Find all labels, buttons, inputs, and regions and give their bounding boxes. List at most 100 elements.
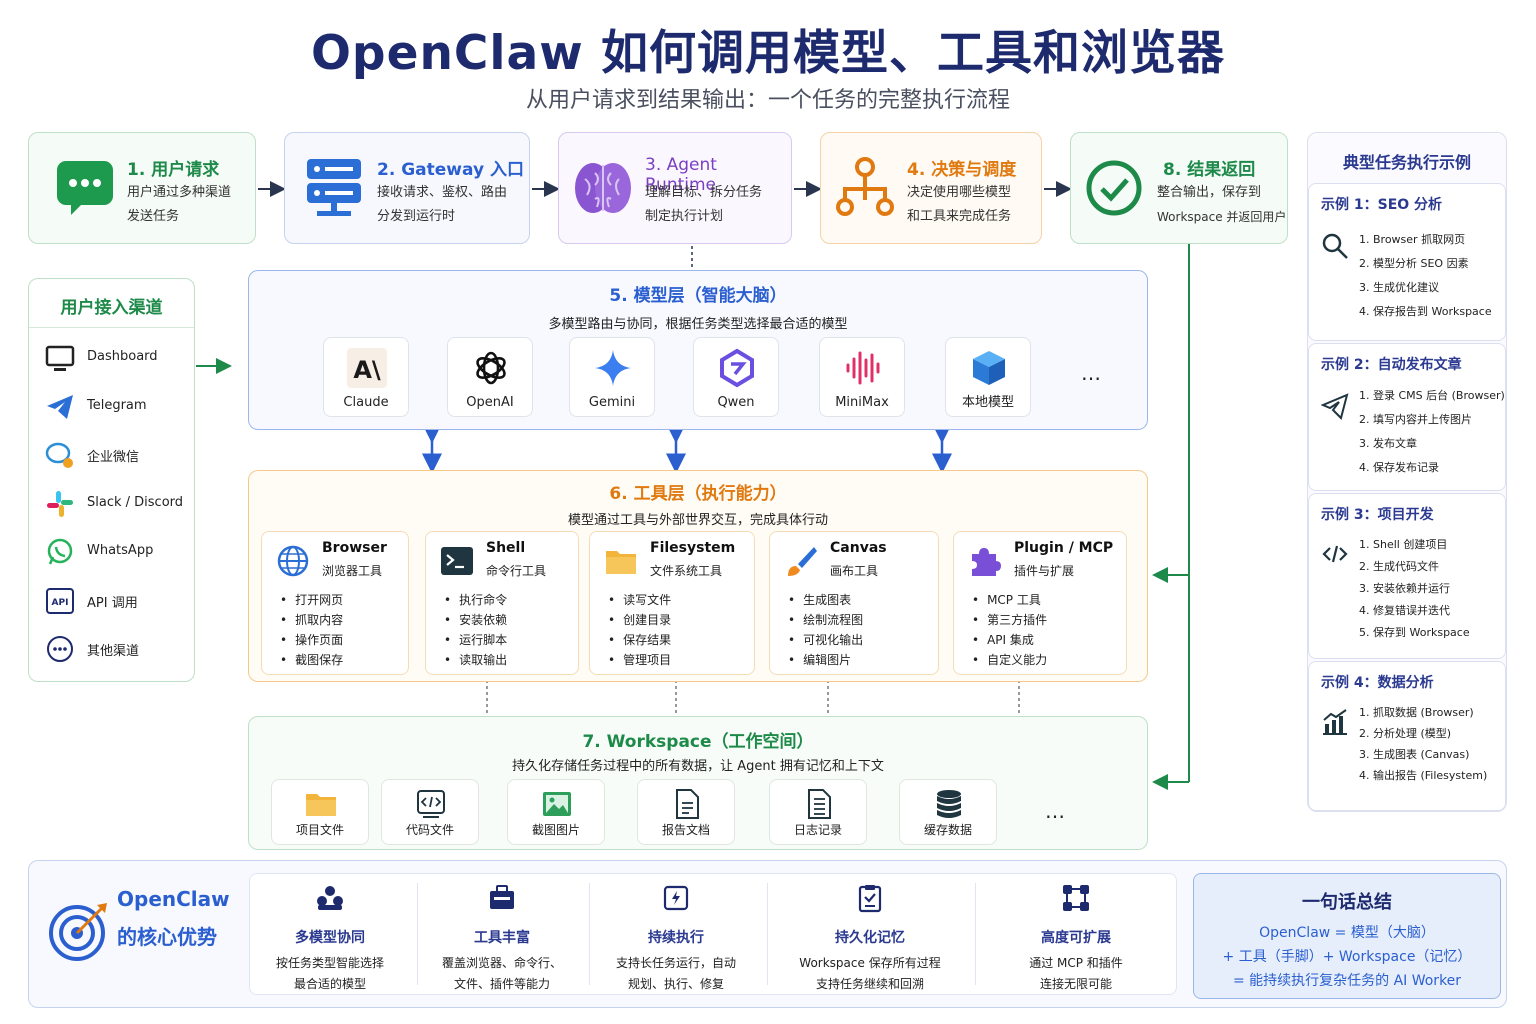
page-subtitle: 从用户请求到结果输出：一个任务的完整执行流程 bbox=[525, 88, 1010, 113]
model-layer-desc: 多模型路由与协同，根据任务类型选择最合适的模型 bbox=[548, 317, 848, 332]
chart-icon bbox=[1323, 709, 1347, 735]
example-dev[interactable]: 示例 3：项目开发 1. Shell 创建项目 2. 生成代码文件 3. 安装依… bbox=[1308, 493, 1506, 659]
model-claude[interactable]: A\ Claude bbox=[323, 337, 409, 417]
step-desc: Workspace 并返回用户 bbox=[1157, 210, 1287, 224]
model-label: 本地模型 bbox=[961, 395, 1014, 410]
model-label: OpenAI bbox=[466, 395, 514, 410]
tool-name: Browser bbox=[322, 540, 387, 556]
model-local[interactable]: 本地模型 bbox=[945, 337, 1031, 417]
advantage-title: 工具丰富 bbox=[474, 930, 530, 946]
example-data[interactable]: 示例 4：数据分析 1. 抓取数据 (Browser) 2. 分析处理 (模型)… bbox=[1308, 661, 1506, 811]
model-minimax[interactable]: MiniMax bbox=[819, 337, 905, 417]
toolbox-icon bbox=[490, 885, 514, 909]
tool-feature: 自定义能力 bbox=[986, 650, 1047, 670]
example-publish[interactable]: 示例 2：自动发布文章 1. 登录 CMS 后台 (Browser) 2. 填写… bbox=[1308, 343, 1506, 491]
server-icon bbox=[307, 159, 361, 216]
tool-name: Shell bbox=[486, 540, 526, 556]
model-gemini[interactable]: Gemini bbox=[569, 337, 655, 417]
page-title: OpenClaw 如何调用模型、工具和浏览器 bbox=[310, 26, 1226, 81]
example-title: 示例 3：项目开发 bbox=[1321, 507, 1434, 523]
channel-other[interactable]: 其他渠道 bbox=[45, 634, 205, 664]
workspace-layer: 7. Workspace（工作空间） 持久化存储任务过程中的所有数据，让 Age… bbox=[248, 716, 1148, 850]
tool-layer-desc: 模型通过工具与外部世界交互，完成具体行动 bbox=[567, 513, 828, 528]
advantage-line: 规划、执行、修复 bbox=[627, 977, 724, 991]
step-desc: 用户通过多种渠道 bbox=[127, 185, 232, 200]
ws-project-files[interactable]: 项目文件 bbox=[271, 779, 369, 845]
ws-logs[interactable]: 日志记录 bbox=[769, 779, 867, 845]
svg-text:A\: A\ bbox=[353, 356, 381, 384]
brush-icon bbox=[788, 547, 817, 576]
advantage-line: 支持任务继续和回溯 bbox=[815, 977, 924, 991]
tool-sub: 插件与扩展 bbox=[1014, 564, 1075, 578]
advantages-panel: OpenClaw 的核心优势 多模型协同 按任务类型智能选择最合适的模型 工具丰… bbox=[28, 860, 1507, 1008]
channel-api[interactable]: API API 调用 bbox=[45, 586, 205, 616]
wecom-icon bbox=[45, 442, 73, 468]
channel-slack[interactable]: Slack / Discord bbox=[45, 489, 205, 519]
tool-layer: 6. 工具层（执行能力） 模型通过工具与外部世界交互，完成具体行动 Browse… bbox=[248, 470, 1148, 682]
step-desc: 和工具来完成任务 bbox=[907, 209, 1012, 224]
image-icon bbox=[543, 792, 571, 816]
example-step: 3. 安装依赖并运行 bbox=[1359, 582, 1450, 595]
step-desc: 分发到运行时 bbox=[377, 209, 456, 224]
folder-icon bbox=[306, 794, 336, 816]
users-icon bbox=[317, 886, 343, 910]
tool-plugin-mcp[interactable]: Plugin / MCP 插件与扩展 MCP 工具 第三方插件 API 集成 自… bbox=[953, 531, 1127, 675]
tool-browser[interactable]: Browser 浏览器工具 打开网页 抓取内容 操作页面 截图保存 bbox=[261, 531, 409, 675]
ws-screenshots[interactable]: 截图图片 bbox=[507, 779, 605, 845]
channel-dashboard[interactable]: Dashboard bbox=[45, 343, 205, 373]
model-label: Claude bbox=[343, 395, 389, 410]
tool-sub: 文件系统工具 bbox=[650, 564, 723, 578]
tool-feature: 可视化输出 bbox=[802, 630, 863, 650]
example-steps: 1. Browser 抓取网页 2. 模型分析 SEO 因素 3. 生成优化建议… bbox=[1359, 228, 1492, 324]
step-desc: 发送任务 bbox=[127, 209, 180, 224]
example-step: 2. 填写内容并上传图片 bbox=[1359, 413, 1472, 426]
advantage-desc: 支持长任务运行，自动规划、执行、修复 bbox=[591, 953, 761, 995]
model-label: Gemini bbox=[588, 395, 636, 410]
channel-whatsapp[interactable]: WhatsApp bbox=[45, 537, 205, 567]
more-workspace: … bbox=[1045, 799, 1065, 823]
channel-label: Telegram bbox=[87, 398, 147, 413]
more-icon bbox=[47, 636, 73, 662]
tool-feature: 执行命令 bbox=[458, 590, 507, 610]
ws-reports[interactable]: 报告文档 bbox=[637, 779, 735, 845]
tool-name: Filesystem bbox=[650, 540, 736, 556]
cube-icon bbox=[973, 351, 1005, 385]
gemini-icon bbox=[595, 350, 631, 386]
example-step: 4. 修复错误并迭代 bbox=[1359, 604, 1450, 617]
workspace-title: 7. Workspace（工作空间） bbox=[582, 732, 814, 752]
ws-cache[interactable]: 缓存数据 bbox=[899, 779, 997, 845]
tool-shell[interactable]: Shell 命令行工具 执行命令 安装依赖 运行脚本 读取输出 bbox=[425, 531, 579, 675]
tool-feature: 第三方插件 bbox=[986, 610, 1047, 630]
advantage-memory: 持久化记忆 Workspace 保存所有过程支持任务继续和回溯 bbox=[785, 875, 955, 993]
branch-icon bbox=[836, 157, 894, 216]
example-seo[interactable]: 示例 1：SEO 分析 1. Browser 抓取网页 2. 模型分析 SEO … bbox=[1308, 183, 1506, 341]
step-result-return: 8. 结果返回 整合输出，保存到 Workspace 并返回用户 bbox=[1070, 132, 1288, 244]
advantage-line: 文件、插件等能力 bbox=[453, 977, 550, 991]
network-icon bbox=[1063, 885, 1089, 911]
code-file-icon bbox=[417, 790, 445, 818]
model-qwen[interactable]: Qwen bbox=[693, 337, 779, 417]
channels-panel: 用户接入渠道 Dashboard Telegram 企业微信 Slack / D… bbox=[28, 278, 195, 682]
divider bbox=[589, 883, 590, 985]
ws-code-files[interactable]: 代码文件 bbox=[381, 779, 479, 845]
example-step: 2. 分析处理 (模型) bbox=[1359, 727, 1452, 740]
tool-feature-list: 生成图表 绘制流程图 可视化输出 编辑图片 bbox=[802, 590, 863, 670]
summary-box: 一句话总结 OpenClaw = 模型（大脑） + 工具（手脚）+ Worksp… bbox=[1193, 873, 1501, 999]
example-steps: 1. Shell 创建项目 2. 生成代码文件 3. 安装依赖并运行 4. 修复… bbox=[1359, 534, 1470, 644]
advantage-line: 支持长任务运行，自动 bbox=[615, 956, 736, 970]
channel-telegram[interactable]: Telegram bbox=[45, 392, 205, 422]
advantages-subtitle: 的核心优势 bbox=[117, 925, 217, 949]
step-title: 1. 用户请求 bbox=[127, 160, 220, 180]
step-user-request: 1. 用户请求 用户通过多种渠道 发送任务 bbox=[28, 132, 256, 244]
tool-canvas[interactable]: Canvas 画布工具 生成图表 绘制流程图 可视化输出 编辑图片 bbox=[769, 531, 939, 675]
tool-feature: 运行脚本 bbox=[458, 630, 507, 650]
search-icon bbox=[1322, 233, 1348, 259]
model-openai[interactable]: OpenAI bbox=[447, 337, 533, 417]
channel-label: WhatsApp bbox=[87, 543, 154, 558]
advantage-line: 最合适的模型 bbox=[293, 977, 366, 991]
tool-filesystem[interactable]: Filesystem 文件系统工具 读写文件 创建目录 保存结果 管理项目 bbox=[589, 531, 755, 675]
channel-wecom[interactable]: 企业微信 bbox=[45, 440, 205, 470]
tool-feature: 创建目录 bbox=[622, 610, 671, 630]
advantage-desc: 覆盖浏览器、命令行、文件、插件等能力 bbox=[417, 953, 587, 995]
